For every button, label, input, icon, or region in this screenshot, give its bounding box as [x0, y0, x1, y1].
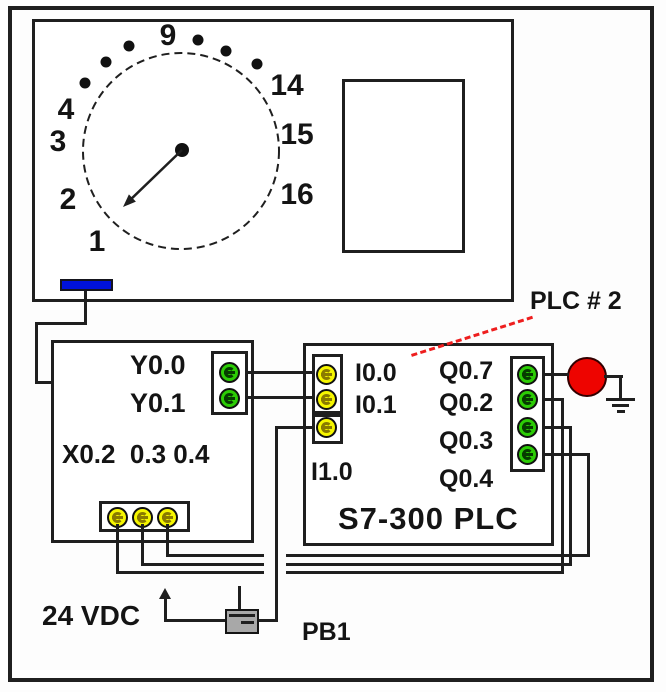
wire-segment — [116, 571, 264, 574]
screw-terminal-icon — [219, 388, 240, 409]
wire-segment — [544, 373, 569, 376]
plc-output-label-q03: Q0.3 — [439, 427, 494, 455]
power-label: 24 VDC — [42, 600, 141, 631]
wire-segment — [164, 597, 167, 622]
pushbutton-contact — [241, 621, 254, 624]
pushbutton-stem — [238, 586, 241, 618]
screw-terminal-icon — [316, 417, 337, 438]
dial-position-label: 9 — [159, 19, 177, 52]
wire-segment — [544, 453, 590, 456]
wire-segment — [604, 375, 623, 378]
screw-terminal-icon — [316, 389, 337, 410]
dial-pointer — [125, 149, 183, 205]
dial-position-label: 16 — [280, 178, 314, 211]
wire-segment — [116, 524, 119, 574]
dial-position-label: 4 — [57, 93, 75, 126]
wire-segment — [587, 453, 590, 557]
wire-segment — [257, 619, 278, 622]
wire-segment — [141, 563, 264, 566]
wire-segment — [246, 371, 315, 374]
output-label-y01: Y0.1 — [130, 388, 186, 418]
wire-segment — [286, 571, 564, 574]
wire-segment — [35, 381, 64, 384]
wire-segment — [619, 375, 622, 400]
screw-terminal-icon — [517, 417, 538, 438]
input-row-label: X0.2 0.3 0.4 — [62, 439, 210, 469]
screw-terminal-icon — [517, 364, 538, 385]
pushbutton-contact — [229, 614, 255, 617]
plc-output-label-q07: Q0.7 — [439, 357, 494, 385]
dial-tick-dots — [79, 34, 263, 89]
wire-segment — [544, 398, 563, 401]
wire-segment — [561, 398, 564, 574]
plc-output-label-q02: Q0.2 — [439, 389, 494, 417]
wire-segment — [286, 554, 590, 557]
wire-segment — [277, 426, 315, 429]
dial-position-label: 14 — [270, 69, 304, 102]
wire-segment — [275, 426, 278, 622]
wire-segment — [141, 524, 144, 566]
screw-terminal-icon — [517, 389, 538, 410]
dial-position-label: 1 — [88, 225, 106, 258]
y-terminal-block — [211, 351, 248, 415]
up-arrow-icon — [159, 588, 171, 599]
wire-segment — [35, 322, 87, 325]
plc-input-label-i10: I1.0 — [311, 458, 353, 486]
plc-callout-label: PLC # 2 — [530, 287, 622, 315]
rotary-dial — [79, 34, 280, 250]
dial-pointer-arrowhead — [123, 194, 136, 207]
wire-segment — [164, 619, 226, 622]
horizontal-switch — [60, 279, 113, 291]
outer-frame — [8, 6, 654, 682]
wire-segment — [569, 426, 572, 566]
pushbutton-label: PB1 — [302, 618, 351, 646]
wire-segment — [35, 322, 38, 384]
dial-position-label: 3 — [49, 125, 67, 158]
panel-display-window — [342, 79, 465, 253]
dial-position-label: 2 — [59, 183, 77, 216]
pushbutton — [225, 609, 259, 634]
indicator-lamp — [567, 357, 607, 397]
screw-terminal-icon — [157, 507, 178, 528]
plc-output-label-q04: Q0.4 — [439, 465, 494, 493]
wire-segment — [544, 426, 571, 429]
screw-terminal-icon — [132, 507, 153, 528]
wire-segment — [84, 291, 87, 324]
dial-position-label: 15 — [280, 118, 314, 151]
plc-input-label-i00: I0.0 — [355, 359, 397, 387]
plc-input-label-i01: I0.1 — [355, 391, 397, 419]
dial-circle — [82, 52, 280, 250]
wire-segment — [246, 396, 315, 399]
screw-terminal-icon — [316, 364, 337, 385]
q-terminal-block — [510, 356, 545, 472]
screw-terminal-icon — [517, 444, 538, 465]
output-label-y00: Y0.0 — [130, 350, 186, 380]
wire-segment — [286, 563, 572, 566]
plc-title: S7-300 PLC — [338, 501, 519, 536]
wire-segment — [166, 524, 169, 557]
wire-segment — [166, 554, 264, 557]
screw-terminal-icon — [219, 362, 240, 383]
